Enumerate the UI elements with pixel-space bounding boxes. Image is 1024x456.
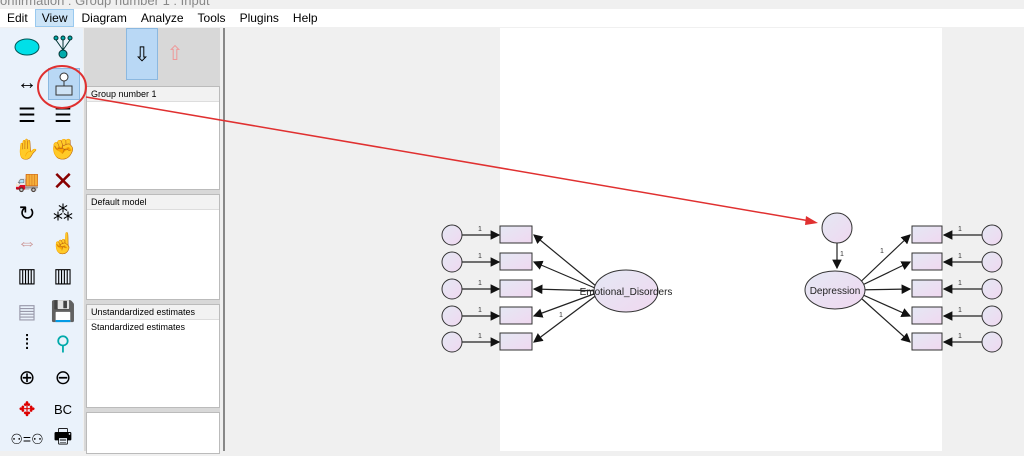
- observed-variable: [499, 279, 533, 298]
- draw-indicator-icon[interactable]: [48, 32, 78, 62]
- select-hand-icon[interactable]: ✋: [14, 138, 40, 161]
- path-weight-label: 1: [478, 226, 482, 233]
- groups-list: Group number 1: [86, 86, 220, 190]
- estimates-list: Unstandardized estimates Standardized es…: [86, 304, 220, 408]
- menu-tools[interactable]: Tools: [197, 11, 226, 25]
- path-weight-label: 1: [559, 312, 563, 319]
- observed-variable: [911, 225, 943, 244]
- error-variable: [441, 278, 463, 300]
- scroll-icon[interactable]: ☝: [50, 232, 76, 255]
- loading-path: [532, 290, 603, 318]
- error-variable: [441, 305, 463, 327]
- path-weight-label: 1: [478, 253, 482, 260]
- latent-label: Emotional_Disorders: [580, 287, 673, 298]
- group-item[interactable]: Group number 1: [87, 87, 219, 102]
- observed-variable: [499, 332, 533, 351]
- error-variable: [441, 224, 463, 246]
- latent-variable-emotional-disorders: [593, 269, 659, 313]
- fit-page-icon[interactable]: ✥: [18, 398, 36, 421]
- menu-help[interactable]: Help: [292, 11, 318, 25]
- path-weight-label: 1: [958, 307, 962, 314]
- view-output-icon[interactable]: ⇧: [166, 42, 184, 65]
- observed-variable: [499, 252, 533, 271]
- unique-variable-icon[interactable]: [48, 68, 80, 100]
- error-variable: [981, 331, 1003, 353]
- error-variable: [981, 224, 1003, 246]
- window-title: onfirmation : Group number 1 : Input: [0, 0, 210, 8]
- draw-latent-icon[interactable]: [12, 32, 42, 62]
- list-variables-icon[interactable]: ☰: [18, 104, 36, 127]
- observed-variable: [911, 279, 943, 298]
- files-list: [86, 412, 220, 454]
- error-variable: [981, 305, 1003, 327]
- move-truck-icon[interactable]: 🚚: [14, 170, 40, 193]
- object-properties-icon[interactable]: ⁞: [24, 331, 30, 354]
- menu-analyze[interactable]: Analyze: [140, 11, 184, 25]
- menu-diagram[interactable]: Diagram: [81, 11, 127, 25]
- path-weight-label: 1: [840, 251, 844, 258]
- error-variable: [981, 251, 1003, 273]
- residual-variable: [821, 212, 853, 244]
- latent-label: Depression: [810, 286, 861, 297]
- loading-path: [532, 284, 603, 295]
- view-text-icon[interactable]: ▤: [17, 300, 37, 323]
- path-weight-label: 1: [958, 280, 962, 287]
- path-weight-label: 1: [958, 226, 962, 233]
- compare-icon[interactable]: ⚇=⚇: [10, 430, 44, 447]
- move-parameter-icon[interactable]: ⇔: [17, 231, 37, 254]
- path-weight-label: 1: [880, 248, 884, 255]
- path-weight-label: 1: [478, 280, 482, 287]
- reflect-indicators-icon[interactable]: ⁂: [53, 202, 73, 225]
- error-variable: [441, 251, 463, 273]
- side-panel: ⇩ ⇧ Group number 1 Default model Unstand…: [84, 28, 220, 454]
- error-variable: [981, 278, 1003, 300]
- standardized-item[interactable]: Standardized estimates: [91, 322, 186, 332]
- tool-palette: ↔ ☰ ☰ ✋ ✊ 🚚 ✕ ↻ ⁂ ⇔ ☝ ▥ ▥ ▤ 💾 ⁞ ⚲ ⊕ ⊖ ✥ …: [0, 28, 83, 451]
- latent-variable-depression: [804, 270, 866, 310]
- observed-variable: [911, 306, 943, 325]
- menu-edit[interactable]: Edit: [7, 11, 28, 25]
- view-input-icon[interactable]: ⇩: [126, 28, 158, 80]
- save-icon[interactable]: 💾: [50, 300, 76, 323]
- models-list: Default model: [86, 194, 220, 300]
- analysis-properties-icon[interactable]: ▥: [53, 264, 73, 287]
- data-files-icon[interactable]: ▥: [17, 264, 37, 287]
- print-icon[interactable]: 🖶: [53, 426, 73, 448]
- menu-plugins[interactable]: Plugins: [239, 11, 279, 25]
- double-arrow-icon[interactable]: ↔: [17, 71, 37, 94]
- path-weight-label: 1: [958, 253, 962, 260]
- loading-path: [533, 290, 603, 343]
- observed-variable: [499, 306, 533, 325]
- observed-variable: [911, 252, 943, 271]
- rotate-icon[interactable]: ↻: [18, 202, 36, 225]
- path-weight-label: 1: [958, 333, 962, 340]
- erase-icon[interactable]: ✕: [52, 165, 74, 196]
- zoom-out-icon[interactable]: ⊖: [54, 366, 72, 389]
- loupe-icon[interactable]: BC: [53, 401, 73, 417]
- drag-properties-icon[interactable]: ⚲: [55, 332, 71, 355]
- path-weight-label: 1: [478, 333, 482, 340]
- menu-bar: Edit View Diagram Analyze Tools Plugins …: [0, 9, 1024, 27]
- model-item[interactable]: Default model: [87, 195, 219, 210]
- unstandardized-item[interactable]: Unstandardized estimates: [87, 305, 219, 320]
- list-data-icon[interactable]: ☰: [54, 104, 72, 127]
- error-variable: [441, 331, 463, 353]
- path-weight-label: 1: [478, 307, 482, 314]
- zoom-in-icon[interactable]: ⊕: [18, 366, 36, 389]
- observed-variable: [499, 225, 533, 244]
- observed-variable: [911, 332, 943, 351]
- menu-view[interactable]: View: [34, 9, 75, 27]
- deselect-hand-icon[interactable]: ✊: [50, 138, 76, 161]
- loading-path: [532, 260, 603, 292]
- loading-path: [533, 234, 603, 292]
